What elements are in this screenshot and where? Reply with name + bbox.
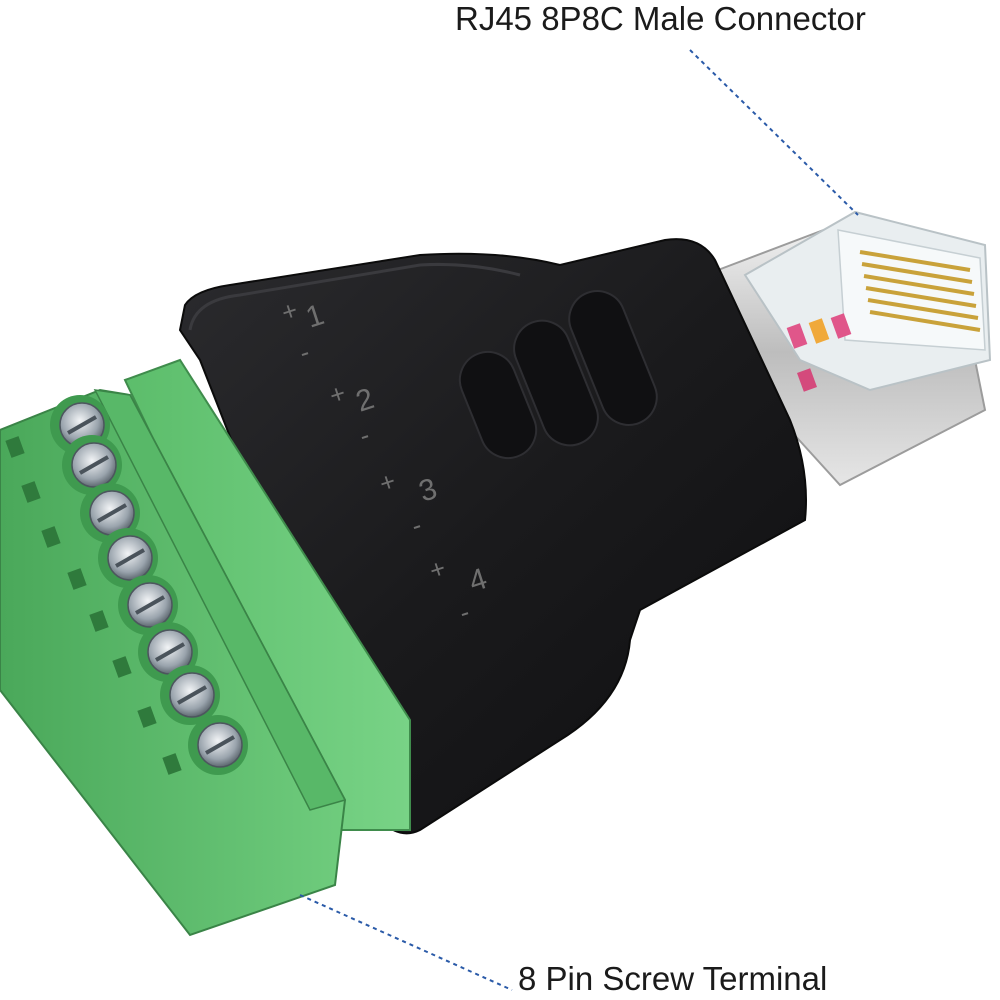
terminal-top-ridge [93,389,347,811]
screw-terminal-block [0,358,411,937]
terminal-callout-label: 8 Pin Screw Terminal [518,960,828,997]
screw-7 [160,665,220,725]
screw-8 [188,715,248,775]
plug-front-face [837,229,986,351]
rj45-plug [716,210,992,487]
screw-2 [62,435,122,495]
plug-wire-colors [786,313,852,392]
screw-5 [118,575,178,635]
terminal-leader-line [299,894,513,991]
adapter-top-edge-highlight [188,262,521,331]
terminal-wire-slots [5,436,182,775]
screw-3 [80,483,140,543]
screw-4 [98,528,158,588]
terminal-screws [50,395,248,775]
connector-callout-label: RJ45 8P8C Male Connector [455,0,866,37]
plug-gold-contacts [859,250,981,332]
connector-leader-line [689,49,859,216]
adapter-grip-ridges [458,290,658,460]
